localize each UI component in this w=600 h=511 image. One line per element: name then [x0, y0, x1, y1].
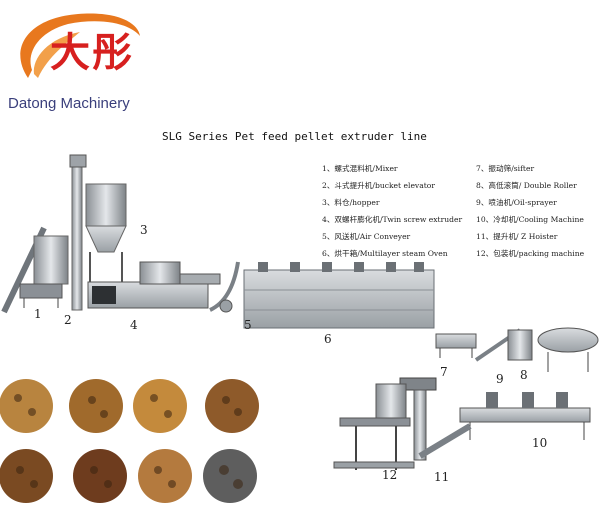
double-roller-oil-sprayer-machine: [474, 327, 599, 372]
bucket-elevator-machine: [69, 154, 87, 311]
logo-english-text: Datong Machinery: [8, 95, 130, 112]
page-title: SLG Series Pet feed pellet extruder line: [162, 130, 427, 143]
legend-item-double-roller: 8、高低滚筒/ Double Roller: [476, 181, 577, 190]
legend-item-extruder: 4、双螺杆膨化机/Twin screw extruder: [322, 215, 463, 224]
legend-item-air-conveyer: 5、风送机/Air Conveyer: [322, 232, 411, 241]
air-conveyer-machine: [209, 261, 240, 313]
sifter-machine: [435, 333, 477, 358]
legend-item-z-hoister: 11、提升机/ Z Hoister: [476, 232, 558, 241]
mixer-machine: [1, 226, 69, 314]
steam-oven-machine: [243, 262, 435, 329]
machine-number-3: 3: [140, 223, 148, 237]
production-line-illustration: [0, 154, 599, 503]
machine-number-11: 11: [434, 470, 450, 484]
machine-number-6: 6: [324, 332, 332, 346]
pellet-sample-8: [203, 449, 257, 503]
z-hoister-machine: [399, 377, 472, 461]
machine-number-9: 9: [496, 372, 504, 386]
logo-chinese-text: 大彤: [50, 30, 134, 76]
machine-number-10: 10: [532, 436, 548, 450]
pellet-sample-4: [205, 379, 259, 433]
logo-swoosh-icon: [20, 13, 141, 78]
legend-item-oil-sprayer: 9、喷油机/Oil-sprayer: [476, 198, 557, 207]
pellet-samples: [0, 379, 259, 503]
legend-item-hopper: 3、料仓/hopper: [322, 198, 380, 207]
pellet-sample-1: [0, 379, 53, 433]
packing-machine: [333, 383, 415, 470]
machine-number-8: 8: [520, 368, 528, 382]
machine-number-12: 12: [382, 468, 398, 482]
pellet-sample-7: [138, 449, 192, 503]
pellet-sample-2: [69, 379, 123, 433]
legend-item-oven: 6、烘干箱/Multilayer steam Oven: [322, 249, 448, 258]
legend-item-packing: 12、包装机/packing machine: [476, 249, 585, 258]
pellet-sample-3: [133, 379, 187, 433]
machine-number-4: 4: [130, 318, 138, 332]
machine-number-1: 1: [34, 307, 42, 321]
hopper-machine: [85, 183, 127, 290]
machine-number-7: 7: [440, 365, 448, 379]
legend-item-sifter: 7、振动筛/sifter: [476, 164, 535, 173]
cooling-machine: [459, 392, 591, 440]
legend-item-cooling: 10、冷却机/Cooling Machine: [476, 215, 584, 224]
legend-item-bucket-elevator: 2、斗式提升机/bucket elevator: [322, 181, 436, 190]
machine-number-5: 5: [244, 318, 252, 332]
twin-screw-extruder-machine: [87, 261, 221, 309]
pellet-sample-5: [0, 449, 53, 503]
pellet-sample-6: [73, 449, 127, 503]
legend-item-mixer: 1、螺式混料机/Mixer: [322, 164, 398, 173]
machine-number-2: 2: [64, 313, 72, 327]
